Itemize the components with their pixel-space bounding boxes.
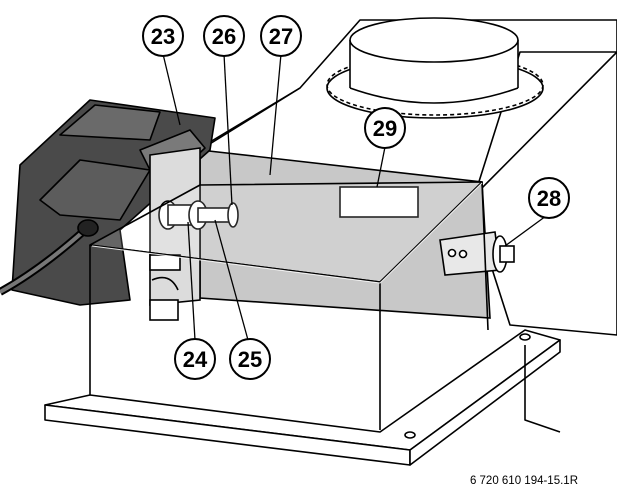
burner-box bbox=[89, 181, 489, 430]
flue-collar-opening bbox=[349, 17, 519, 63]
bracket-clip-lower bbox=[149, 299, 179, 321]
callout-25-label: 25 bbox=[238, 347, 262, 372]
power-cable-highlight bbox=[0, 228, 87, 294]
callout-27: 27 bbox=[260, 15, 302, 57]
callout-27-label: 27 bbox=[269, 24, 293, 49]
leader-24 bbox=[187, 221, 196, 341]
callout-29-label: 29 bbox=[373, 116, 397, 141]
callout-28-label: 28 bbox=[537, 186, 561, 211]
bracket-clip-upper bbox=[149, 254, 181, 271]
callouts: 23 26 27 29 28 24 25 bbox=[142, 15, 570, 380]
leader-23 bbox=[162, 53, 181, 126]
callout-26: 26 bbox=[203, 15, 245, 57]
callout-28: 28 bbox=[528, 177, 570, 219]
callout-23: 23 bbox=[142, 15, 184, 57]
cable-gland bbox=[77, 219, 99, 237]
callout-23-label: 23 bbox=[151, 24, 175, 49]
burner-rod-assembly bbox=[158, 200, 239, 230]
flue-collar bbox=[326, 17, 544, 119]
callout-25: 25 bbox=[229, 338, 271, 380]
callout-24-label: 24 bbox=[183, 347, 208, 372]
figure-reference-code: 6 720 610 194-15.1R bbox=[470, 475, 578, 487]
base-tray-top bbox=[44, 329, 561, 451]
fan-housing-top bbox=[59, 104, 161, 141]
leader-25 bbox=[214, 219, 249, 341]
electrode-bracket bbox=[149, 147, 201, 321]
leader-26 bbox=[223, 53, 233, 206]
side-connector bbox=[439, 231, 515, 276]
leader-28 bbox=[504, 215, 547, 247]
callout-29: 29 bbox=[364, 107, 406, 149]
fan-housing-face bbox=[39, 159, 151, 221]
rating-label-box bbox=[339, 186, 419, 218]
callout-leaders bbox=[162, 53, 547, 341]
callout-24: 24 bbox=[174, 338, 216, 380]
side-connector-stub bbox=[499, 245, 515, 263]
base-tray bbox=[44, 329, 561, 466]
rod-tip-washer bbox=[227, 202, 239, 228]
leader-29 bbox=[376, 146, 386, 188]
callout-26-label: 26 bbox=[212, 24, 236, 49]
casing-back-edge bbox=[199, 87, 301, 149]
base-tray-side bbox=[409, 339, 561, 466]
leader-27 bbox=[269, 53, 282, 176]
